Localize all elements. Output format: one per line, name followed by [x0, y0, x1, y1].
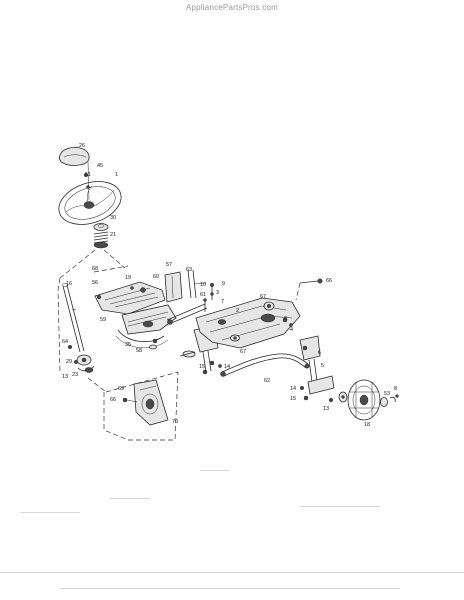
axle-pivot-bushing	[263, 301, 275, 311]
pivot-bar	[166, 303, 208, 325]
tie-rod	[220, 353, 310, 377]
part-label-69: 69	[118, 386, 124, 392]
bolt-stack-7-3	[203, 282, 215, 312]
nut-29	[73, 359, 79, 365]
part-label-66b: 66	[110, 397, 116, 403]
bolt-14	[218, 364, 222, 368]
wheel-hub	[347, 379, 381, 421]
steering-shaft-bushing	[93, 223, 109, 231]
part-label-51: 51	[85, 172, 91, 178]
part-label-8: 8	[284, 316, 287, 322]
part-labels: 26 45 51 1 30 21 68 19 57 63 60 16 56 10…	[62, 143, 397, 428]
part-label-62: 62	[264, 378, 270, 384]
part-label-66: 66	[326, 278, 332, 284]
part-label-35: 35	[125, 342, 131, 348]
axle-cap	[380, 394, 399, 407]
part-label-10: 10	[200, 282, 206, 288]
mounting-bracket	[164, 269, 197, 303]
steering-wheel	[58, 161, 122, 225]
scan-noise	[0, 470, 464, 589]
steering-shaft	[61, 283, 85, 353]
part-label-8b: 8	[394, 386, 397, 392]
axle-washer-67	[230, 334, 240, 342]
bolt-69	[122, 397, 128, 403]
part-label-26: 26	[79, 143, 85, 149]
part-label-14b: 14	[290, 386, 296, 392]
steering-wheel-cap	[59, 147, 90, 166]
nut-60	[140, 287, 146, 293]
part-label-45: 45	[97, 163, 103, 169]
part-label-5: 5	[321, 363, 324, 369]
part-label-57: 57	[166, 262, 172, 268]
washer-15-right	[303, 395, 309, 401]
lower-bracket	[133, 379, 169, 426]
spindle-right	[299, 335, 335, 395]
part-label-67b: 67	[240, 349, 246, 355]
part-label-13b: 13	[323, 406, 329, 412]
nut-35	[152, 338, 158, 344]
part-label-9: 9	[222, 281, 225, 287]
steering-spring	[93, 231, 109, 249]
part-label-15: 15	[199, 364, 205, 370]
part-label-6: 6	[318, 350, 321, 356]
bushing-58	[149, 344, 157, 350]
part-label-13: 13	[62, 374, 68, 380]
part-label-59: 59	[100, 317, 106, 323]
part-label-19: 19	[125, 275, 131, 281]
part-label-21: 21	[110, 232, 116, 238]
nut-8	[282, 317, 288, 323]
bolt-64	[67, 344, 73, 350]
part-label-61: 61	[200, 292, 206, 298]
part-label-64: 64	[62, 339, 68, 345]
part-label-3: 3	[216, 290, 219, 296]
part-label-63: 63	[186, 267, 192, 273]
steering-plate	[94, 281, 166, 315]
part-label-2: 2	[236, 308, 239, 314]
hub-washer	[338, 391, 348, 403]
part-label-1: 1	[115, 172, 118, 178]
front-axle	[195, 297, 301, 349]
part-label-60: 60	[153, 274, 159, 280]
part-label-30: 30	[110, 215, 116, 221]
part-label-16: 16	[66, 281, 72, 287]
part-label-18: 18	[364, 422, 370, 428]
part-label-53: 53	[384, 391, 390, 397]
leader-61	[193, 282, 207, 285]
part-label-29: 29	[66, 359, 72, 365]
sector-gear	[115, 304, 177, 348]
part-label-4: 4	[290, 327, 293, 333]
part-label-14: 14	[224, 364, 230, 370]
part-label-15b: 15	[290, 396, 296, 402]
watermark: AppliancePartsPros.com	[186, 3, 278, 12]
part-label-23: 23	[72, 372, 78, 378]
part-label-7: 7	[221, 299, 224, 305]
bolt-66	[299, 280, 319, 284]
part-label-58: 58	[136, 348, 142, 354]
bolt-13-right	[328, 397, 334, 403]
part-label-70: 70	[172, 419, 178, 425]
part-label-67: 67	[260, 294, 266, 300]
bolt-4	[289, 323, 293, 327]
bolt-14-right	[299, 385, 305, 391]
part-label-68: 68	[92, 266, 98, 272]
steering-gear-lower	[76, 354, 95, 373]
washer-15	[209, 360, 215, 366]
part-label-56: 56	[92, 280, 98, 286]
